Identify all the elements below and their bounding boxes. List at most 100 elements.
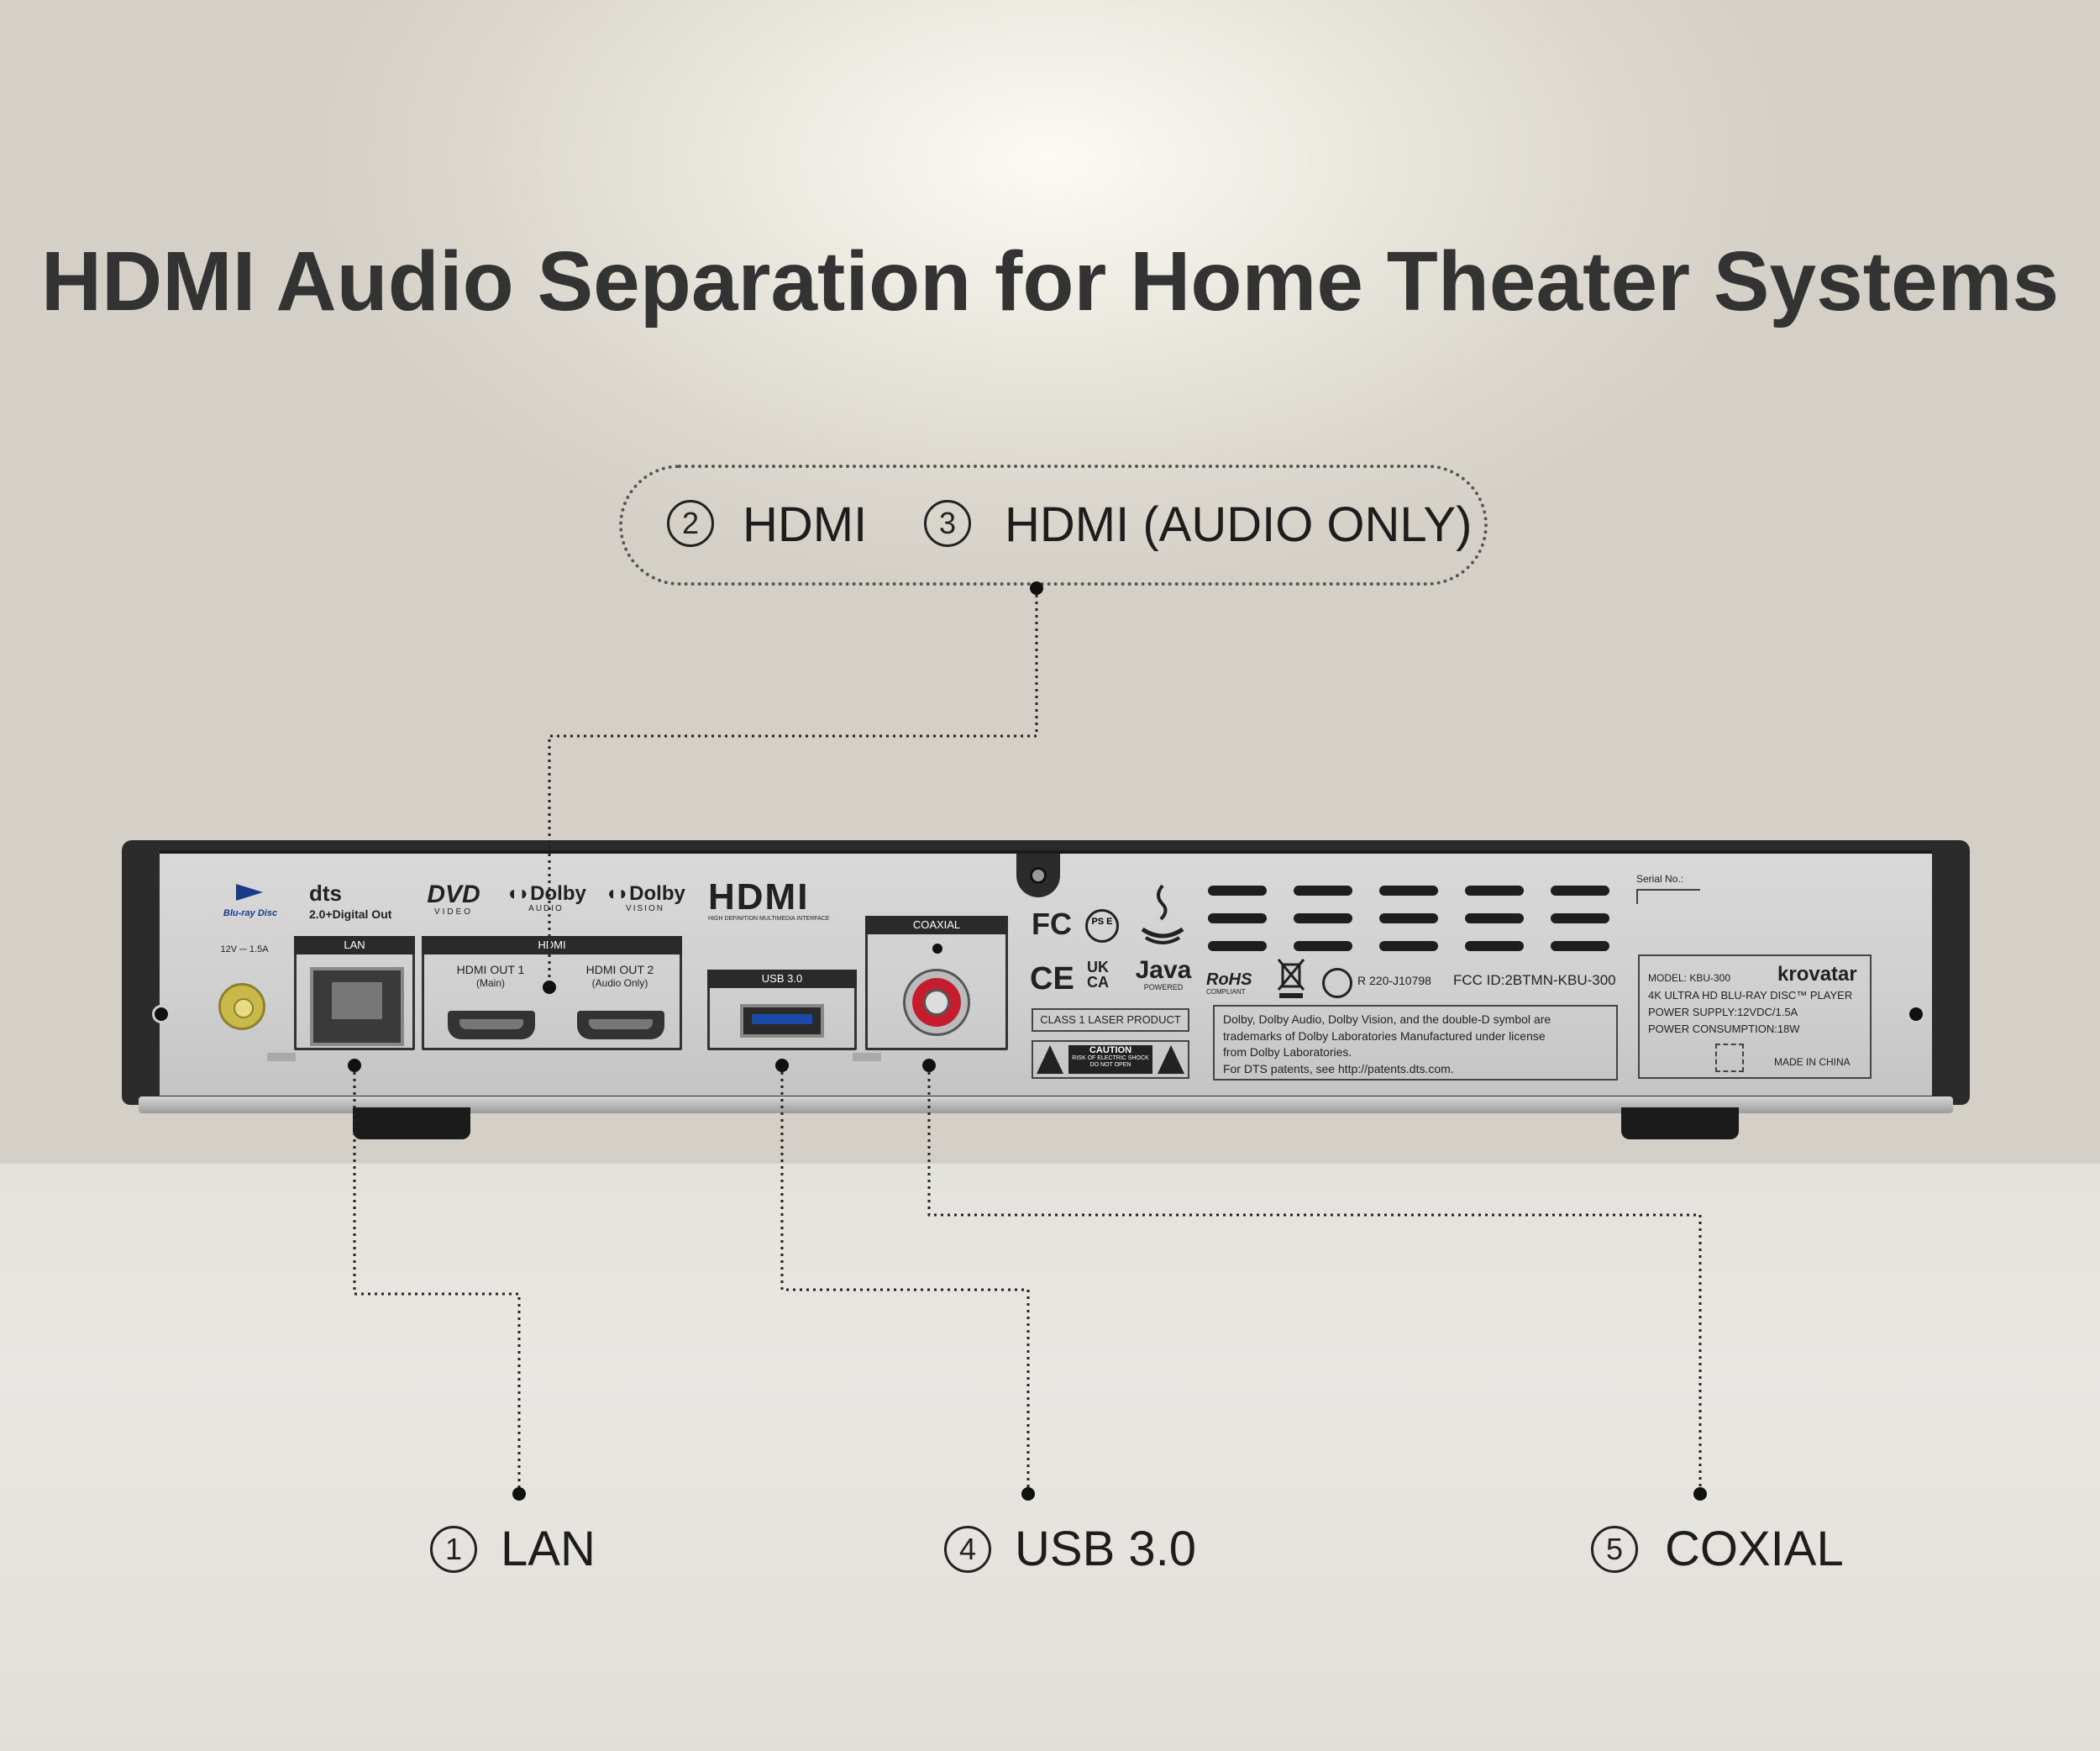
coaxial-port[interactable] [903,969,970,1036]
leader-line-lan [353,1065,521,1494]
leader-dot [1693,1487,1707,1501]
vent-slot [1294,941,1352,951]
hdmi-out-2-port[interactable] [577,1011,664,1039]
callout-label-coaxial: COXIAL [1665,1522,1844,1576]
leader-dot [1030,581,1043,595]
dolby-audio-subtext: AUDIO [528,904,564,913]
trademark-line-1: Dolby, Dolby Audio, Dolby Vision, and th… [1223,1012,1551,1026]
vent-slot [1379,913,1438,923]
leader-dot [543,981,556,994]
model-number: MODEL: KBU-300 [1648,972,1731,984]
hdmi-out-2-label: HDMI OUT 2 [585,963,654,976]
java-text: Java [1135,956,1192,984]
made-in-label: MADE IN CHINA [1774,1056,1851,1068]
hdmi-port-box: HDMI HDMI OUT 1 (Main) HDMI OUT 2 (Audio… [422,936,682,1050]
dolby-double-d-icon: ◖◗ [506,882,531,905]
java-subtext: POWERED [1143,983,1184,991]
device-base-ledge [139,1096,1953,1113]
leader-line-hdmi [548,588,1038,987]
callout-number-4: 4 [944,1526,991,1573]
ethernet-jack-icon [332,982,382,1019]
hdmi-callout-pill [619,465,1488,586]
hdmi-out-2-sublabel: (Audio Only) [591,977,648,989]
leader-dot [348,1059,361,1072]
leader-dot [1021,1487,1035,1501]
dts-subtext: 2.0+Digital Out [309,907,392,921]
caution-label: CAUTION RISK OF ELECTRIC SHOCK DO NOT OP… [1032,1040,1189,1079]
leader-dot [922,1059,936,1072]
device-foot-left [353,1107,470,1139]
dvd-logo: DVD VIDEO [420,881,487,918]
product-description: 4K ULTRA HD BLU-RAY DISC™ PLAYER [1648,989,1853,1002]
hdmi-out-1-port[interactable] [448,1011,535,1039]
led-indicator-right [853,1053,881,1061]
hdmi-port-header: HDMI [422,936,682,954]
vent-slot [1208,913,1267,923]
screw-right-icon [1907,1005,1925,1023]
bluray-text: Blu-ray Disc [223,908,278,918]
callout-number-1: 1 [430,1526,477,1573]
bluray-logo: Blu-ray Disc [217,882,284,918]
vent-slot [1379,941,1438,951]
callout-number-3: 3 [924,500,971,547]
java-cup-icon [1137,882,1188,949]
coaxial-port-box: COAXIAL [865,916,1008,1050]
trademark-line-2: trademarks of Dolby Laboratories Manufac… [1223,1028,1546,1043]
laser-class-label: CLASS 1 LASER PRODUCT [1032,1008,1189,1032]
power-consumption-spec: POWER CONSUMPTION:18W [1648,1023,1800,1035]
caution-subtext: RISK OF ELECTRIC SHOCK DO NOT OPEN [1072,1055,1149,1068]
fc-mark: FC [1032,907,1072,941]
usb-port-box: USB 3.0 [707,970,857,1050]
dvd-subtext: VIDEO [433,907,474,917]
vent-slot [1551,886,1609,896]
vent-slot [1551,913,1609,923]
lan-port[interactable] [310,967,404,1046]
telec-registration: R 220-J10798 [1357,974,1431,987]
callout-number-5: 5 [1591,1526,1638,1573]
vent-slot [1294,913,1352,923]
callout-label-hdmi: HDMI [743,497,868,552]
warning-triangle-left-icon [1037,1045,1063,1074]
dolby-audio-logo: ◖◗Dolby AUDIO [504,882,588,914]
screw-left-icon [152,1005,171,1023]
dolby-vision-logo: ◖◗Dolby VISION [603,882,687,914]
vent-slot [1551,941,1609,951]
screw-top-icon [1030,867,1047,884]
usb-port-header: USB 3.0 [707,970,857,988]
dolby-vision-text: Dolby [629,882,685,905]
trademark-line-4: For DTS patents, see http://patents.dts.… [1223,1061,1454,1075]
dolby-audio-text: Dolby [530,882,586,905]
vent-slot [1465,913,1524,923]
qr-placeholder-icon [1715,1044,1744,1072]
caution-heading: CAUTION [1089,1045,1132,1055]
ukca-mark: UK CA [1087,959,1109,991]
floor-background [0,1164,2100,1751]
dolby-vision-subtext: VISION [626,904,664,913]
vent-slot [1208,941,1267,951]
power-jack[interactable] [218,983,265,1030]
led-indicator-left [267,1053,296,1061]
coaxial-rca-icon [912,978,961,1027]
leader-line-usb [780,1065,1030,1494]
rohs-text: RoHS [1206,970,1252,989]
coaxial-port-header: COAXIAL [865,916,1008,934]
page-title: HDMI Audio Separation for Home Theater S… [40,234,2060,329]
usb-port[interactable] [740,1004,824,1038]
callout-number-2: 2 [667,500,714,547]
vent-slot [1208,886,1267,896]
telec-mark-icon [1322,968,1352,998]
serial-number-label: Serial No.: [1636,873,1684,885]
fcc-id: FCC ID:2BTMN-KBU-300 [1453,972,1616,988]
model-label: MODEL: KBU-300 krovatar 4K ULTRA HD BLU-… [1638,954,1872,1079]
dolby-vision-double-d-icon: ◖◗ [605,882,630,905]
trademark-line-3: from Dolby Laboratories. [1223,1045,1352,1060]
serial-number-field [1636,889,1700,904]
hdmi-logo-text: HDMI [708,876,810,918]
dts-text: dts [309,881,342,906]
dvd-text: DVD [427,881,480,908]
vent-slot [1465,941,1524,951]
vent-slot [1465,886,1524,896]
power-rating: 12V ⎓ 1.5A [220,944,269,954]
callout-label-lan: LAN [501,1522,596,1576]
vent-slot [1294,886,1352,896]
